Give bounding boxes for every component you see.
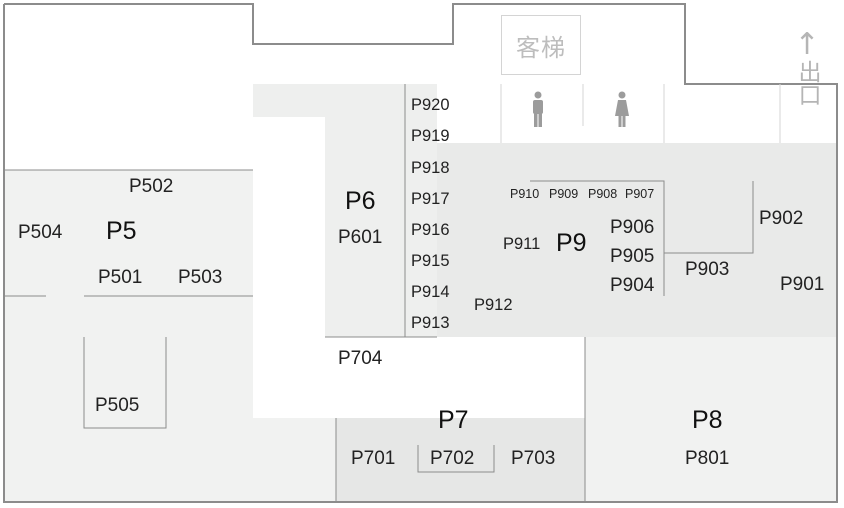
p903-wall: [664, 181, 754, 254]
room-p701[interactable]: P701: [351, 448, 396, 469]
room-p916[interactable]: P916: [411, 221, 450, 239]
room-p905[interactable]: P905: [610, 246, 655, 267]
zone-label-p7: P7: [438, 406, 469, 434]
exit-label: 出口: [794, 60, 820, 106]
arrow-up-icon: ↑: [794, 27, 820, 62]
room-p801[interactable]: P801: [685, 448, 730, 469]
zone-p9-area[interactable]: [437, 143, 837, 337]
room-p704[interactable]: P704: [338, 348, 383, 369]
room-p914[interactable]: P914: [411, 283, 450, 301]
zone-p5-area[interactable]: [4, 170, 253, 502]
room-p919[interactable]: P919: [411, 127, 450, 145]
room-p915[interactable]: P915: [411, 252, 450, 270]
room-p911[interactable]: P911: [503, 235, 541, 253]
room-p504[interactable]: P504: [18, 222, 63, 243]
room-p702[interactable]: P702: [430, 448, 475, 469]
room-p913[interactable]: P913: [411, 314, 450, 332]
zone-p8-area[interactable]: [585, 337, 837, 502]
zone-label-p9: P9: [556, 229, 587, 257]
female-restroom-icon[interactable]: [612, 90, 632, 130]
exit-sign[interactable]: ↑ 出口: [782, 27, 832, 107]
room-p503[interactable]: P503: [178, 267, 223, 288]
zone-label-p8: P8: [692, 406, 723, 434]
room-p910[interactable]: P910: [510, 187, 540, 201]
room-p904[interactable]: P904: [610, 275, 655, 296]
room-p703[interactable]: P703: [511, 448, 556, 469]
room-p906[interactable]: P906: [610, 217, 655, 238]
room-p908[interactable]: P908: [588, 187, 618, 201]
room-p907[interactable]: P907: [625, 187, 655, 201]
room-p920[interactable]: P920: [411, 96, 450, 114]
room-p505[interactable]: P505: [95, 395, 140, 416]
p505-room: [83, 337, 167, 429]
room-p902[interactable]: P902: [759, 208, 804, 229]
zone-p6-block[interactable]: [325, 84, 437, 337]
room-p601[interactable]: P601: [338, 227, 383, 248]
room-p903[interactable]: P903: [685, 259, 730, 280]
room-p912[interactable]: P912: [474, 296, 513, 314]
p702-room: [417, 445, 495, 473]
room-p501[interactable]: P501: [98, 267, 143, 288]
lower-left-area: [253, 418, 336, 502]
room-p502[interactable]: P502: [129, 176, 174, 197]
zone-p7-area[interactable]: [336, 418, 585, 502]
zone-label-p6: P6: [345, 187, 376, 215]
zone-label-p5: P5: [106, 217, 137, 245]
room-p917[interactable]: P917: [411, 190, 450, 208]
room-p901[interactable]: P901: [780, 274, 825, 295]
p907-block: [530, 180, 665, 296]
elevator[interactable]: 客梯: [501, 15, 581, 75]
male-restroom-icon[interactable]: [528, 90, 548, 130]
outer-wall: [3, 3, 838, 503]
room-p918[interactable]: P918: [411, 159, 450, 177]
room-p909[interactable]: P909: [549, 187, 579, 201]
